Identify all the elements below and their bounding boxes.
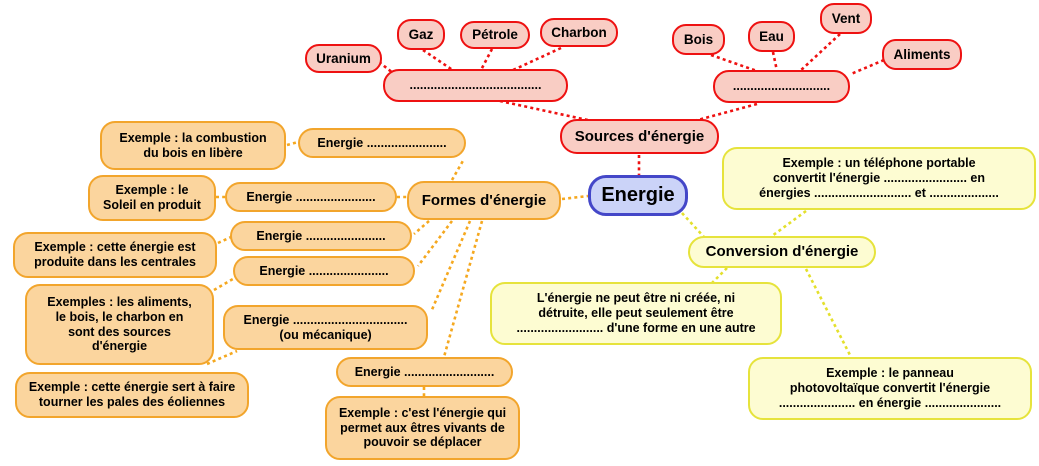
node-forme-0-label: Energie ....................... [298, 128, 466, 158]
node-forme-5-example: Exemple : c'est l'énergie qui permet aux… [325, 396, 520, 460]
node-conversion-example-panel: Exemple : le panneau photovoltaïque conv… [748, 357, 1032, 420]
connector-conversion-panel [804, 268, 853, 358]
node-forme-1-example: Exemple : le Soleil en produit [88, 175, 216, 221]
node-sources-hub: Sources d'énergie [560, 119, 719, 154]
node-uranium: Uranium [305, 44, 382, 73]
connector-energie-conversion [681, 212, 705, 238]
node-forme-2-example: Exemple : cette énergie est produite dan… [13, 232, 217, 278]
connector-aliments [850, 58, 885, 76]
node-conversion-example-phone: Exemple : un téléphone portable converti… [722, 147, 1036, 210]
connector-gaz [422, 48, 455, 73]
connector-petrole [479, 48, 494, 71]
node-formes-hub: Formes d'énergie [407, 181, 561, 220]
connector-bois [710, 53, 758, 73]
connector-ex2-f2 [217, 235, 232, 245]
node-forme-2-label: Energie ....................... [230, 221, 412, 251]
connector-charbon [510, 46, 562, 73]
connector-formes-f5 [442, 220, 484, 358]
node-forme-4-example: Exemple : cette énergie sert à faire tou… [15, 372, 249, 418]
connector-formes-f4 [429, 220, 472, 313]
node-charbon: Charbon [540, 18, 618, 47]
node-forme-3-label: Energie ....................... [233, 256, 415, 286]
node-conversion-hub: Conversion d'énergie [688, 236, 876, 268]
node-eau: Eau [748, 21, 795, 52]
connector-leftblank-sources [499, 99, 593, 123]
connector-formes-f0 [450, 158, 466, 181]
node-forme-1-label: Energie ....................... [225, 182, 397, 212]
node-vent: Vent [820, 3, 872, 34]
connector-ex3-f3 [213, 277, 234, 292]
node-forme-0-example: Exemple : la combustion du bois en libèr… [100, 121, 286, 170]
node-bois: Bois [672, 24, 725, 55]
node-forme-4-label: Energie ................................… [223, 305, 428, 350]
node-aliments: Aliments [882, 39, 962, 70]
connector-eau [771, 51, 779, 72]
node-sources-blank-left: ...................................... [383, 69, 568, 102]
connector-formes-f2 [413, 220, 430, 235]
connector-formes-energie [561, 194, 589, 201]
node-conversion-law: L'énergie ne peut être ni créée, ni détr… [490, 282, 782, 345]
connector-ex4-f4 [206, 349, 238, 366]
node-petrole: Pétrole [460, 21, 530, 49]
node-gaz: Gaz [397, 19, 445, 50]
connector-phone-conversion [771, 209, 807, 238]
node-sources-blank-right: ............................ [713, 70, 850, 103]
node-energie-center: Energie [588, 175, 688, 216]
node-forme-5-label: Energie .......................... [336, 357, 513, 387]
connector-vent [798, 33, 841, 73]
connector-rightblank-sources [693, 102, 758, 123]
connector-conversion-law [711, 267, 728, 284]
connector-ex0-f0 [286, 140, 299, 147]
node-forme-3-example: Exemples : les aliments, le bois, le cha… [25, 284, 214, 365]
